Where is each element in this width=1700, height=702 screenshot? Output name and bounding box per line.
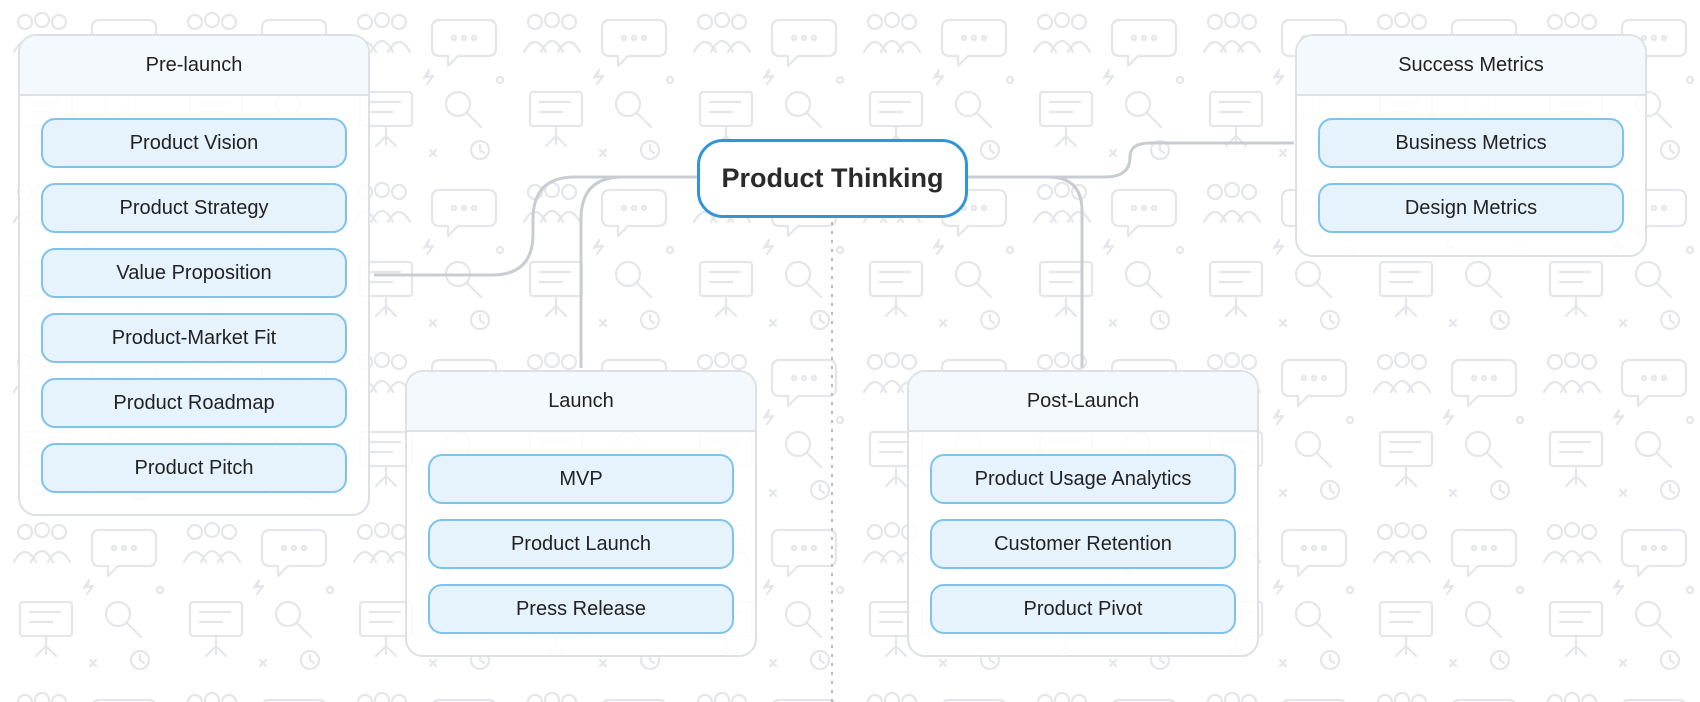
group-success-metrics: Success Metrics Business Metrics Design … [1295, 34, 1647, 257]
topic-mvp[interactable]: MVP [428, 454, 734, 504]
topic-product-roadmap[interactable]: Product Roadmap [41, 378, 347, 428]
topic-business-metrics[interactable]: Business Metrics [1318, 118, 1624, 168]
group-title-post-launch: Post-Launch [909, 372, 1257, 432]
connector-launch [579, 175, 697, 368]
group-title-success-metrics: Success Metrics [1297, 36, 1645, 96]
central-topic[interactable]: Product Thinking [697, 139, 968, 218]
topic-product-pitch[interactable]: Product Pitch [41, 443, 347, 493]
group-launch: Launch MVP Product Launch Press Release [405, 370, 757, 657]
group-pre-launch: Pre-launch Product Vision Product Strate… [18, 34, 370, 516]
topic-press-release[interactable]: Press Release [428, 584, 734, 634]
group-title-launch: Launch [407, 372, 755, 432]
topic-product-usage-analytics[interactable]: Product Usage Analytics [930, 454, 1236, 504]
group-title-pre-launch: Pre-launch [20, 36, 368, 96]
topic-product-pivot[interactable]: Product Pivot [930, 584, 1236, 634]
connector-success-metrics [968, 141, 1294, 179]
connector-post-launch [968, 175, 1084, 368]
topic-product-launch[interactable]: Product Launch [428, 519, 734, 569]
topic-customer-retention[interactable]: Customer Retention [930, 519, 1236, 569]
topic-product-strategy[interactable]: Product Strategy [41, 183, 347, 233]
topic-design-metrics[interactable]: Design Metrics [1318, 183, 1624, 233]
topic-product-vision[interactable]: Product Vision [41, 118, 347, 168]
group-post-launch: Post-Launch Product Usage Analytics Cust… [907, 370, 1259, 657]
topic-value-proposition[interactable]: Value Proposition [41, 248, 347, 298]
connector-pre-launch [374, 175, 697, 277]
topic-product-market-fit[interactable]: Product-Market Fit [41, 313, 347, 363]
